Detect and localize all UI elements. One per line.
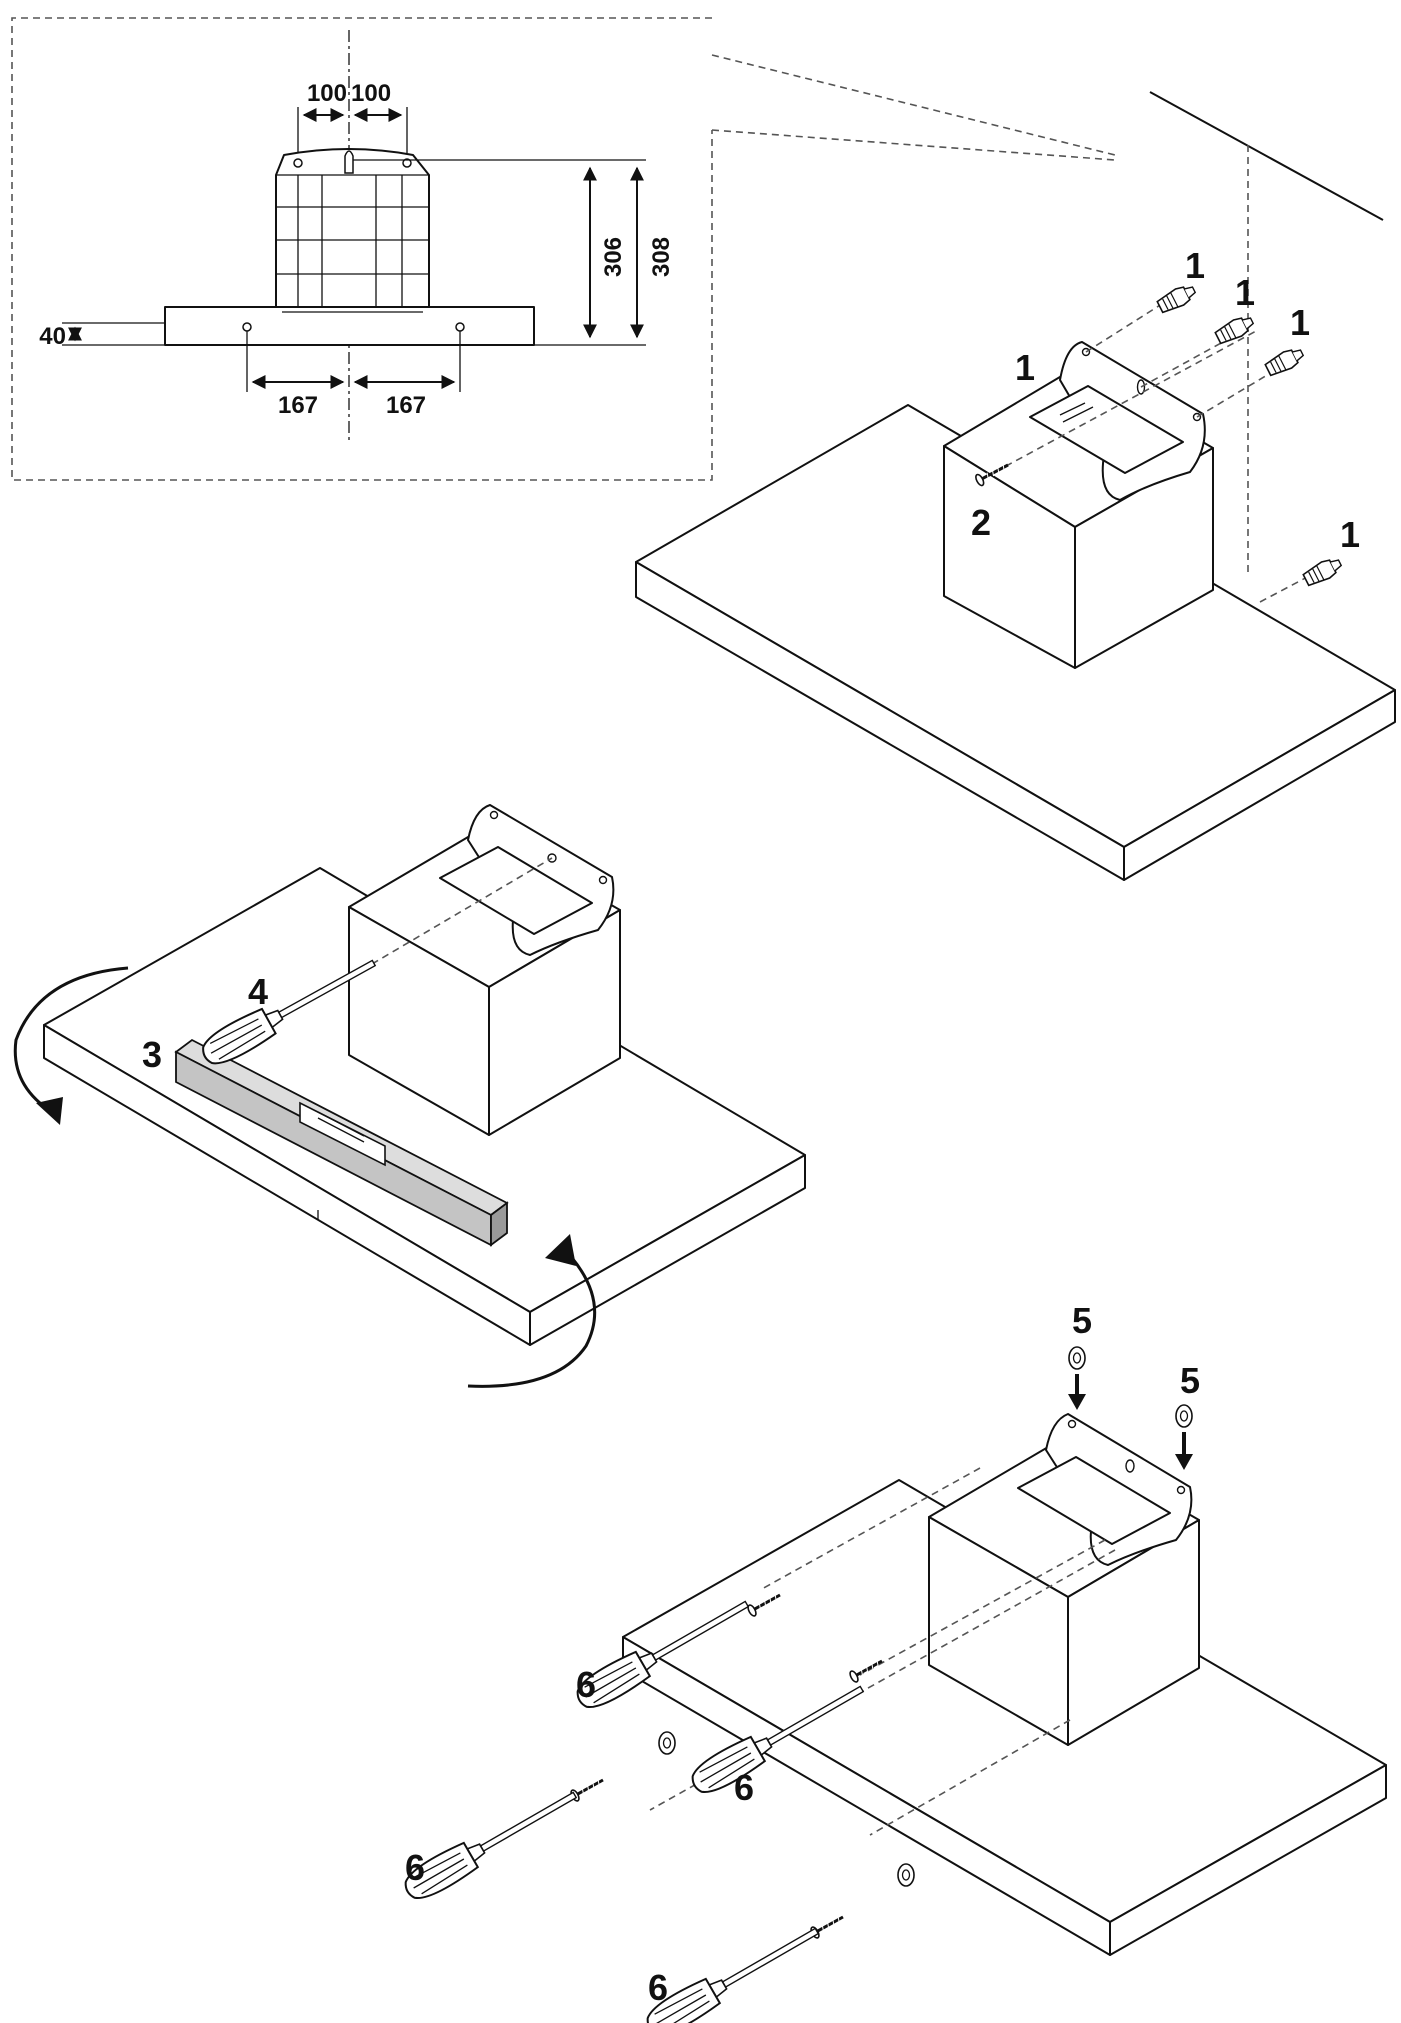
- callout-1-e: 1: [1340, 514, 1360, 555]
- hood-chimney-block-fix: [928, 1413, 1200, 1746]
- lip-dimension: 40: [39, 322, 165, 350]
- callout-5-a: 5: [1072, 1300, 1092, 1341]
- dim-spacing-left: 100: [307, 80, 347, 107]
- hole-spacing-dimension: 167 167: [246, 331, 461, 419]
- callout-1-b: 1: [1235, 272, 1255, 313]
- callout-6-a: 6: [576, 1664, 596, 1705]
- step-levelling: 3 4: [13, 804, 806, 1388]
- washers-top: [1068, 1346, 1193, 1470]
- callout-6-c: 6: [405, 1847, 425, 1888]
- callout-3: 3: [142, 1034, 162, 1075]
- dim-height-308: 308: [648, 237, 675, 277]
- step-fixing: 5 5 6 6 6 6: [398, 1300, 1387, 2023]
- spirit-level: [174, 1038, 509, 1247]
- callout-6-b: 6: [734, 1767, 754, 1808]
- hood-chimney-block: [943, 341, 1214, 669]
- rotation-arrows: [13, 966, 597, 1388]
- dim-spacing-right: 100: [351, 80, 391, 107]
- dim-hole-right: 167: [386, 392, 426, 419]
- callout-1-d: 1: [1015, 347, 1035, 388]
- dim-hole-left: 167: [278, 392, 318, 419]
- callout-2: 2: [971, 502, 991, 543]
- screwdriver-level: [196, 857, 553, 1072]
- chimney-front-view: [164, 148, 535, 346]
- top-spacing-dimension: 100 100: [297, 80, 408, 153]
- callout-1-c: 1: [1290, 302, 1310, 343]
- callout-6-d: 6: [648, 1967, 668, 2008]
- fixing-screw: [972, 329, 1259, 489]
- callout-1-a: 1: [1185, 245, 1205, 286]
- dimension-detail-panel: 100 100 306 308 40 167 167: [11, 17, 1116, 481]
- callout-4: 4: [248, 971, 268, 1012]
- wall-plugs: [1085, 280, 1345, 603]
- hood-chimney-block-level: [348, 804, 621, 1136]
- step-wall-plugs: 1 1 1 1 1 2: [635, 91, 1396, 881]
- height-dimension: 306 308: [353, 159, 675, 346]
- dim-height-306: 306: [600, 237, 627, 277]
- dim-lip-40: 40: [39, 323, 66, 350]
- callout-5-b: 5: [1180, 1360, 1200, 1401]
